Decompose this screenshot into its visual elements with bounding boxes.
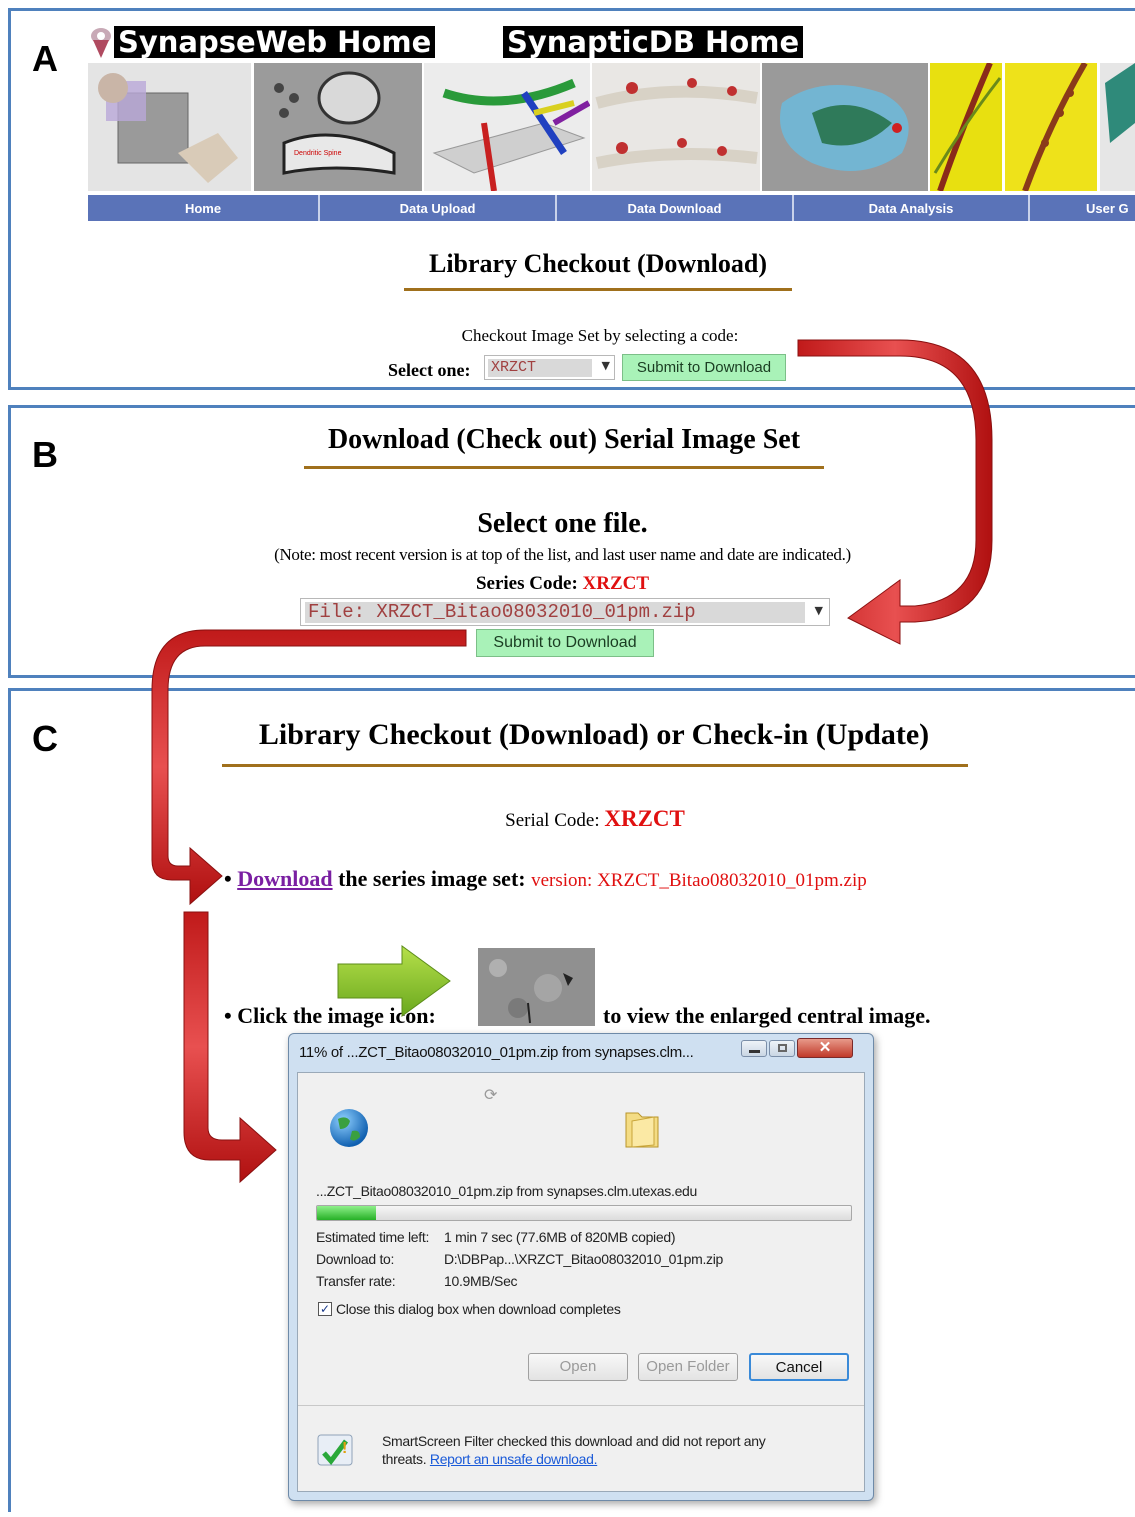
nav-home[interactable]: Home bbox=[88, 195, 320, 221]
synapticdb-home-link[interactable]: SynapticDB Home bbox=[503, 26, 804, 58]
download-to-label: Download to: bbox=[316, 1251, 395, 1267]
banner-image-3d-reconstruction bbox=[424, 63, 590, 191]
serial-code-line: Serial Code: XRZCT bbox=[400, 806, 790, 832]
synapseweb-logo-icon bbox=[88, 26, 114, 60]
open-button[interactable]: Open bbox=[528, 1353, 628, 1381]
transfer-rate-value: 10.9MB/Sec bbox=[444, 1273, 518, 1289]
panel-a-label: A bbox=[32, 38, 58, 79]
select-one-file-heading: Select one file. bbox=[477, 508, 648, 539]
download-version-text: version: XRZCT_Bitao08032010_01pm.zip bbox=[531, 870, 867, 891]
panel-b-label: B bbox=[32, 434, 58, 475]
panel-c-title-underline bbox=[222, 764, 968, 767]
open-folder-button[interactable]: Open Folder bbox=[638, 1353, 738, 1381]
panel-c-title: Library Checkout (Download) or Check-in … bbox=[258, 718, 930, 751]
select-one-label: Select one: bbox=[388, 360, 471, 380]
panel-a-title-underline bbox=[404, 288, 792, 291]
submit-to-download-button-b[interactable]: Submit to Download bbox=[476, 629, 654, 657]
smartscreen-text-line2: threats. Report an unsafe download. bbox=[382, 1451, 598, 1467]
download-bullet: • Download the series image set: version… bbox=[224, 866, 867, 892]
serial-code-value: XRZCT bbox=[604, 806, 685, 831]
banner-image-em-section: Dendritic Spine bbox=[254, 63, 422, 191]
dropdown-arrow-icon: ▼ bbox=[601, 359, 610, 372]
checkbox-checkmark: ✓ bbox=[319, 1302, 331, 1316]
click-image-text-after: to view the enlarged central image. bbox=[603, 1003, 931, 1028]
nav-data-upload[interactable]: Data Upload bbox=[320, 195, 557, 221]
estimated-time-label: Estimated time left: bbox=[316, 1229, 430, 1245]
site-nav-bar: Home Data Upload Data Download Data Anal… bbox=[88, 195, 1135, 221]
close-icon[interactable]: ✕ bbox=[797, 1038, 853, 1058]
close-when-complete-checkbox[interactable]: ✓ bbox=[318, 1302, 332, 1316]
banner-image-golgi-dendrite-2 bbox=[1005, 63, 1097, 191]
checkout-prompt: Checkout Image Set by selecting a code: bbox=[461, 326, 739, 345]
panel-c-label: C bbox=[32, 718, 58, 759]
file-select-dropdown[interactable]: File: XRZCT_Bitao08032010_01pm.zip ▼ bbox=[300, 598, 830, 626]
cancel-button[interactable]: Cancel bbox=[749, 1353, 849, 1381]
bullet-dot: • bbox=[224, 1003, 238, 1028]
submit-to-download-button-a[interactable]: Submit to Download bbox=[622, 354, 786, 381]
panel-b-title: Download (Check out) Serial Image Set bbox=[327, 424, 801, 455]
banner-image-volume-render bbox=[762, 63, 928, 191]
banner-image-3d-volume bbox=[88, 63, 251, 191]
dialog-title: 11% of ...ZCT_Bitao08032010_01pm.zip fro… bbox=[299, 1044, 694, 1061]
dialog-divider bbox=[298, 1405, 864, 1406]
banner-image-dendrite-spines bbox=[592, 63, 760, 191]
code-select-dropdown[interactable]: XRZCT ▼ bbox=[484, 355, 615, 380]
maximize-icon[interactable] bbox=[769, 1040, 795, 1057]
synapseweb-home-link[interactable]: SynapseWeb Home bbox=[114, 26, 436, 58]
download-bullet-text: the series image set: bbox=[332, 866, 532, 891]
transfer-animation-icon: ⟳ bbox=[484, 1087, 498, 1104]
download-link[interactable]: Download bbox=[237, 866, 333, 891]
smartscreen-shield-icon: ! bbox=[316, 1431, 356, 1471]
version-note: (Note: most recent version is at top of … bbox=[274, 545, 851, 564]
bullet-dot: • bbox=[224, 866, 238, 891]
series-code-value: XRZCT bbox=[582, 573, 650, 594]
green-arrow-annotation bbox=[336, 944, 452, 1018]
dropdown-arrow-icon: ▼ bbox=[814, 604, 823, 617]
file-select-value: File: XRZCT_Bitao08032010_01pm.zip bbox=[305, 602, 805, 623]
minimize-glyph bbox=[749, 1050, 760, 1053]
serial-code-label: Serial Code: bbox=[505, 810, 600, 831]
panel-b-title-underline bbox=[304, 466, 824, 469]
svg-text:!: ! bbox=[342, 1440, 347, 1457]
report-unsafe-download-link[interactable]: Report an unsafe download. bbox=[429, 1451, 598, 1467]
smartscreen-text: SmartScreen Filter checked this download… bbox=[382, 1433, 766, 1449]
svg-text:Dendritic Spine: Dendritic Spine bbox=[294, 150, 342, 157]
maximize-glyph bbox=[778, 1044, 787, 1052]
nav-data-analysis[interactable]: Data Analysis bbox=[794, 195, 1030, 221]
download-file-line: ...ZCT_Bitao08032010_01pm.zip from synap… bbox=[316, 1183, 698, 1199]
download-to-value: D:\DBPap...\XRZCT_Bitao08032010_01pm.zip bbox=[444, 1251, 724, 1267]
banner-image-golgi-dendrite-1 bbox=[930, 63, 1002, 191]
panel-a-title: Library Checkout (Download) bbox=[428, 249, 767, 278]
folder-icon bbox=[624, 1107, 660, 1149]
globe-icon bbox=[328, 1107, 370, 1149]
download-progress-fill bbox=[317, 1206, 376, 1220]
download-progress-dialog: 11% of ...ZCT_Bitao08032010_01pm.zip fro… bbox=[288, 1033, 874, 1501]
dialog-body: ⟳ ...ZCT_Bitao08032010_01pm.zip from syn… bbox=[297, 1072, 865, 1492]
nav-user-guide[interactable]: User G bbox=[1086, 200, 1129, 216]
series-code-label: Series Code: bbox=[475, 573, 578, 594]
smartscreen-threats-text: threats. bbox=[382, 1451, 427, 1467]
transfer-rate-label: Transfer rate: bbox=[316, 1273, 396, 1289]
code-select-value: XRZCT bbox=[488, 359, 592, 377]
nav-data-download[interactable]: Data Download bbox=[557, 195, 794, 221]
close-when-complete-label: Close this dialog box when download comp… bbox=[336, 1301, 621, 1317]
download-progress-bar bbox=[316, 1205, 852, 1221]
estimated-time-value: 1 min 7 sec (77.6MB of 820MB copied) bbox=[444, 1229, 676, 1245]
series-code-line: Series Code: XRZCT bbox=[400, 573, 725, 595]
minimize-icon[interactable] bbox=[741, 1040, 767, 1057]
central-image-thumbnail[interactable] bbox=[478, 948, 595, 1026]
banner-image-partial bbox=[1100, 63, 1135, 191]
